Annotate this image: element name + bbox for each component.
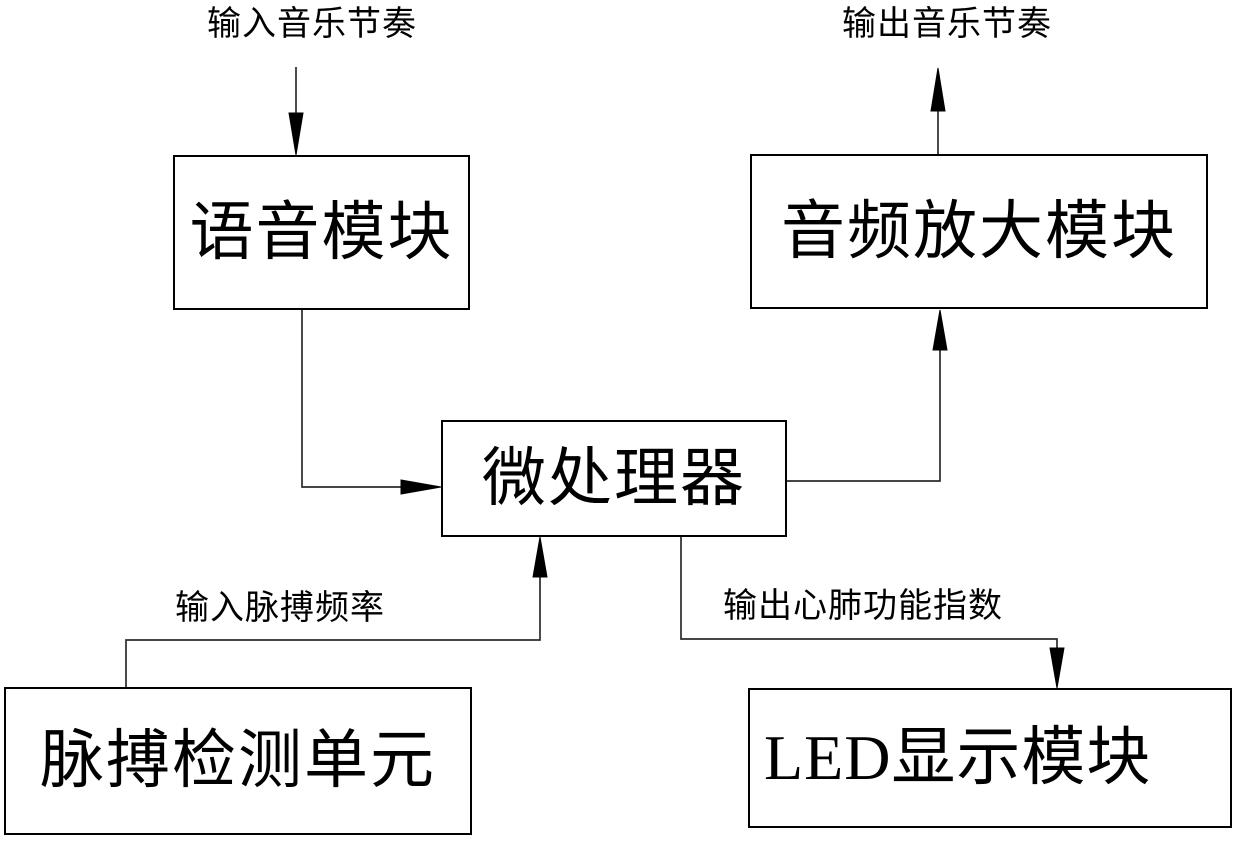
connector-microprocessor-to-led	[680, 537, 1065, 689]
arrow-right-icon	[400, 479, 442, 495]
label-output-cardiopulmonary-index: 输出心肺功能指数	[723, 588, 1003, 625]
arrow-down-icon	[288, 112, 304, 156]
connector-audio-module-to-output	[930, 67, 946, 154]
audio-amplifier-module-label: 音频放大模块	[781, 195, 1177, 267]
box-microprocessor: 微处理器	[441, 420, 787, 537]
arrow-up-icon	[930, 67, 946, 112]
connector-pulse-to-microprocessor	[125, 536, 548, 687]
label-input-music-rhythm: 输入音乐节奏	[207, 6, 417, 43]
connector-microprocessor-to-audio	[787, 309, 948, 482]
arrow-down-icon	[1049, 647, 1065, 689]
box-voice-module: 语音模块	[173, 155, 470, 310]
label-input-pulse-rate: 输入脉搏频率	[175, 590, 385, 627]
connector-voice-to-microprocessor	[301, 310, 442, 495]
led-display-module-label: LED显示模块	[764, 722, 1152, 793]
box-audio-amplifier-module: 音频放大模块	[750, 154, 1208, 309]
connector-input-to-voice-module	[288, 67, 304, 156]
arrow-up-icon	[932, 309, 948, 351]
box-led-display-module: LED显示模块	[748, 688, 1232, 828]
box-pulse-detection-unit: 脉搏检测单元	[4, 687, 472, 835]
label-output-music-rhythm: 输出音乐节奏	[842, 6, 1052, 43]
pulse-detection-unit-label: 脉搏检测单元	[40, 725, 436, 796]
microprocessor-label: 微处理器	[482, 442, 746, 514]
arrow-up-icon	[532, 536, 548, 578]
voice-module-label: 语音模块	[189, 196, 454, 268]
